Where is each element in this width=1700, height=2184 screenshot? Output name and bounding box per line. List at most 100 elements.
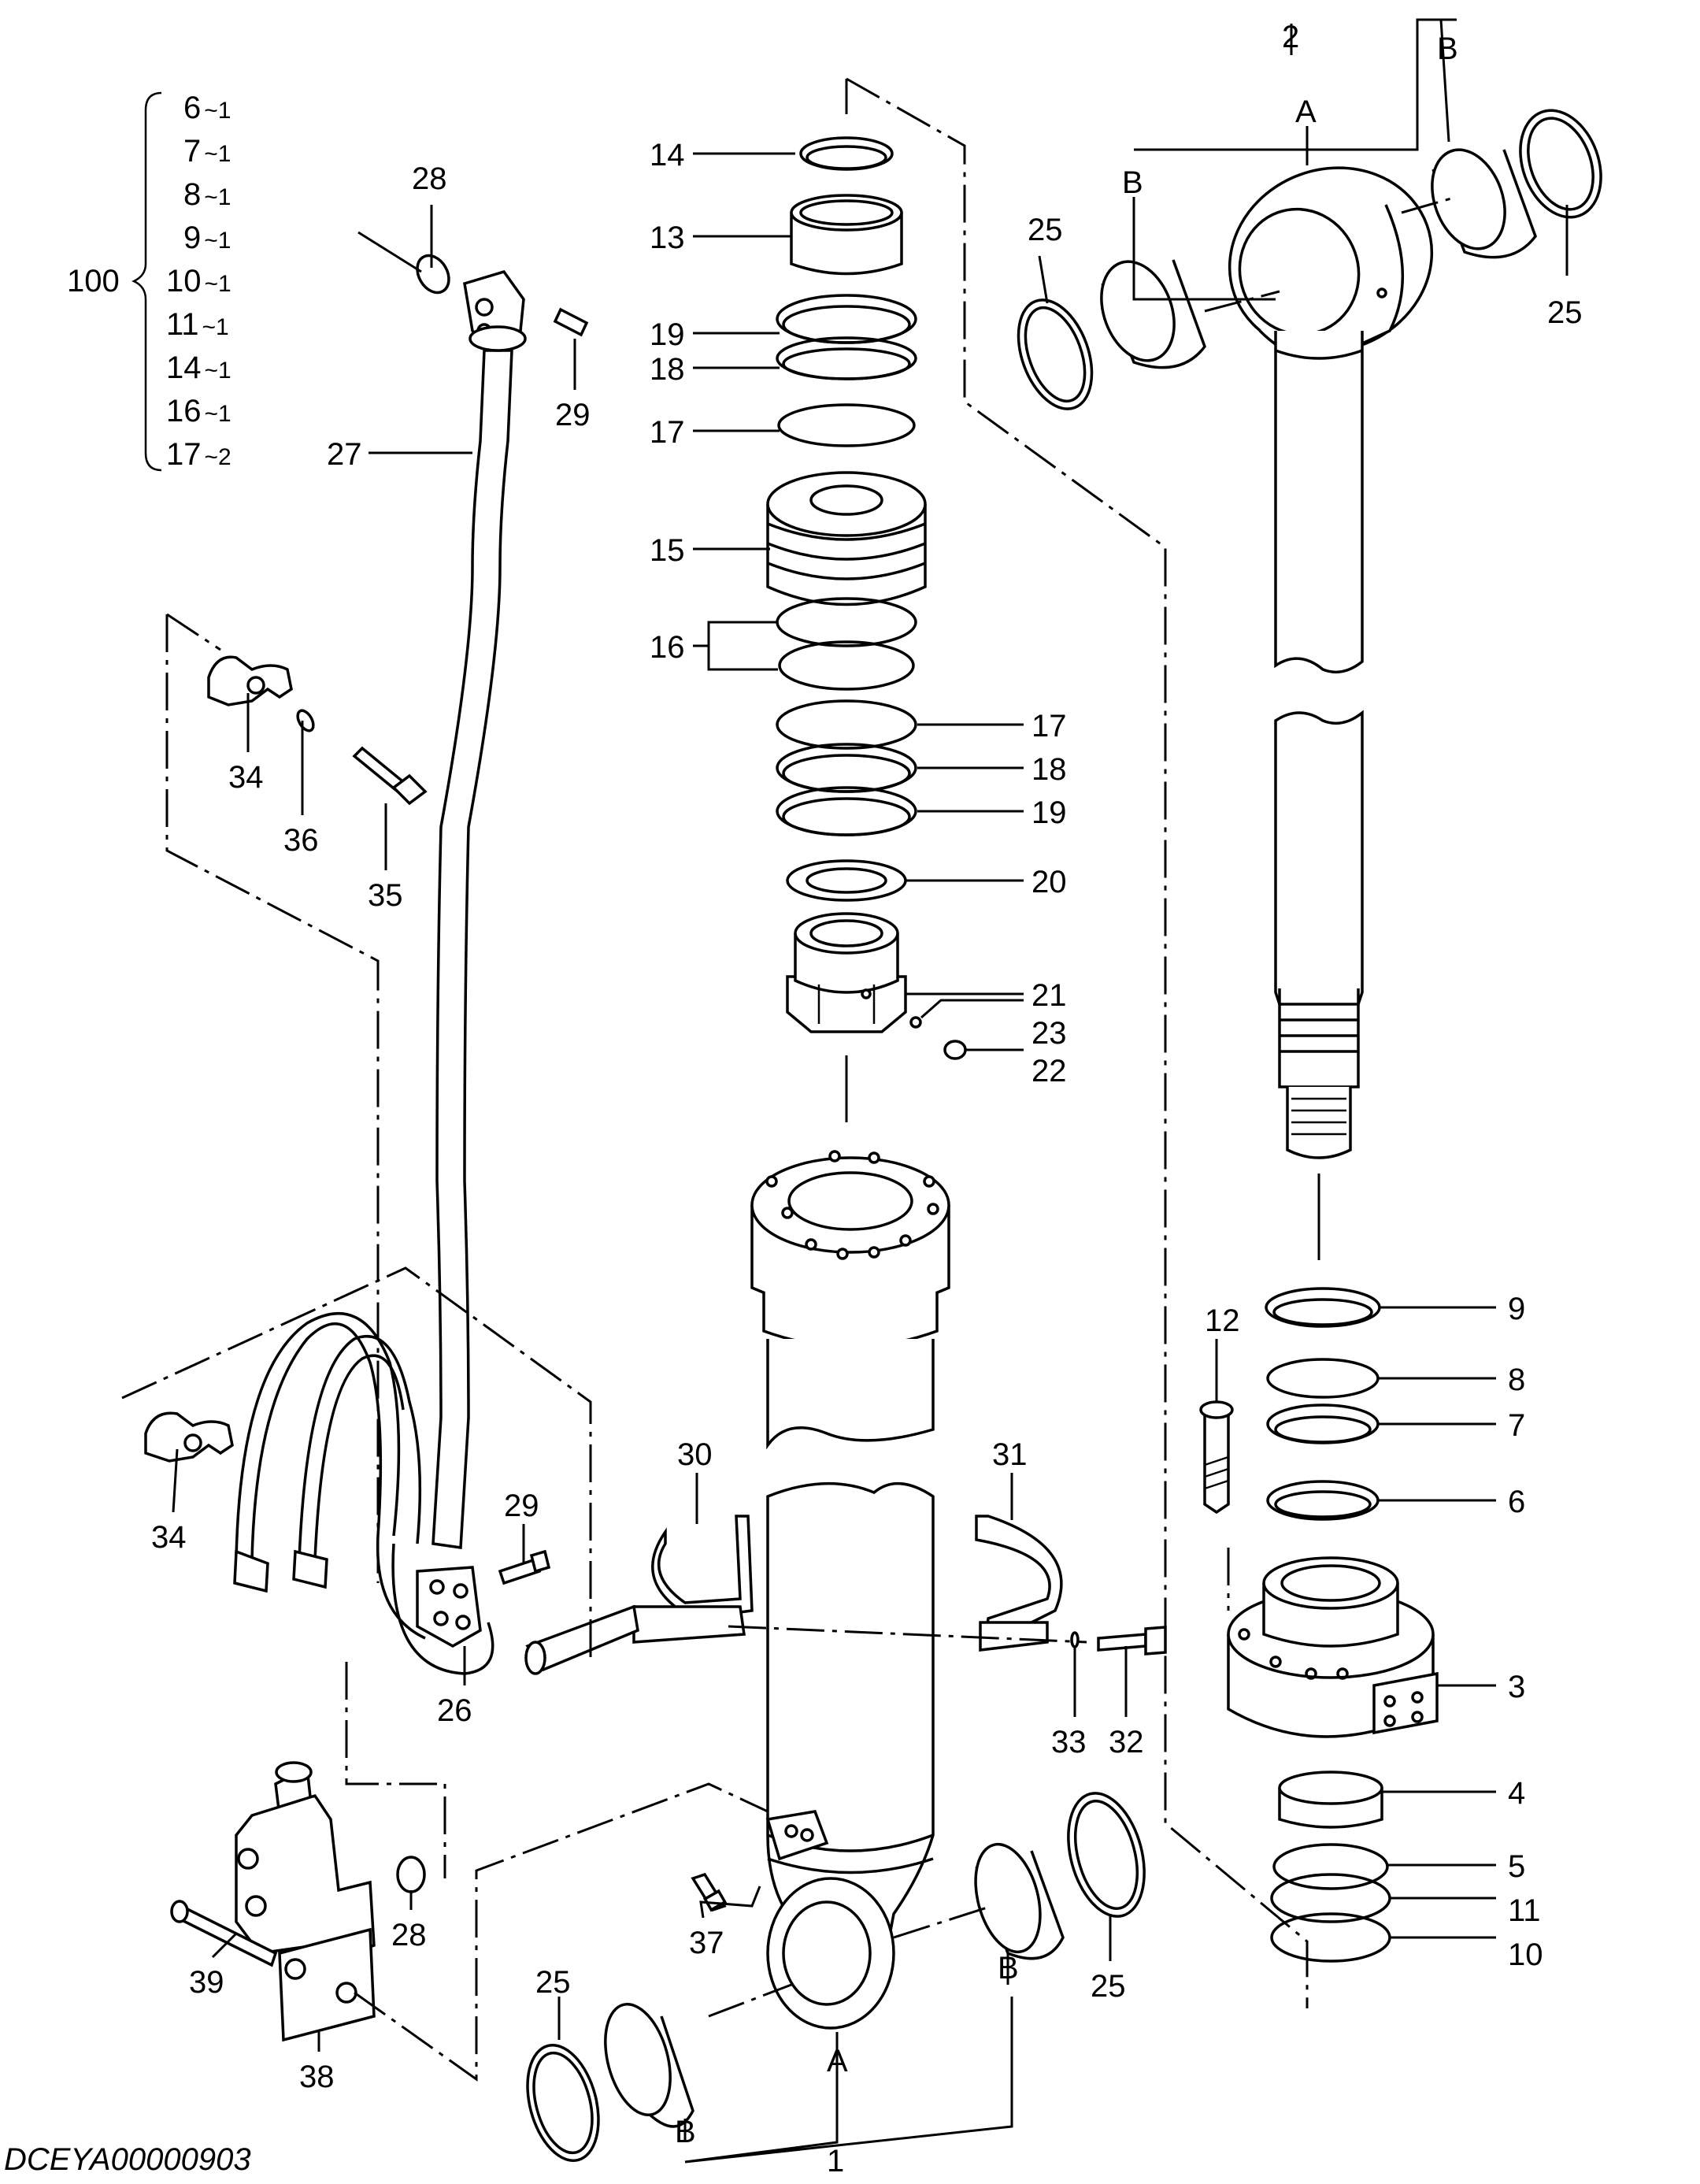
callout-14: 14 <box>650 138 685 172</box>
callout-30: 30 <box>677 1437 713 1472</box>
callout-11: 11 <box>1508 1893 1541 1928</box>
clamp-30 <box>524 1515 754 1675</box>
callout-36: 36 <box>283 823 319 858</box>
callout-21: 21 <box>1031 978 1067 1013</box>
callout-32: 32 <box>1109 1725 1144 1759</box>
callout-29-lower: 29 <box>504 1489 539 1523</box>
callout-13: 13 <box>650 221 685 255</box>
clamp-31 <box>975 1515 1063 1652</box>
callout-12: 12 <box>1205 1303 1240 1338</box>
callout-18-top: 18 <box>650 352 685 387</box>
callout-25-tube-left: 25 <box>535 1965 571 2000</box>
flange-26 <box>416 1566 482 1648</box>
rod-pin-axis-left <box>1204 290 1280 313</box>
kit-item: 11~1 <box>166 307 229 342</box>
nut-21 <box>786 912 907 1033</box>
callout-20: 20 <box>1031 865 1067 899</box>
rod-head-lower-rings <box>1270 1771 1391 1963</box>
callout-19-bottom: 19 <box>1031 795 1067 830</box>
callout-25-rod-left: 25 <box>1028 213 1063 247</box>
callout-38: 38 <box>299 2060 335 2094</box>
bolt-32-washer-33 <box>1070 1626 1167 1656</box>
callout-18-bottom: 18 <box>1031 752 1067 787</box>
callout-34-lower: 34 <box>151 1520 187 1555</box>
callout-4: 4 <box>1508 1776 1525 1811</box>
label-tube-A: A <box>827 2044 848 2078</box>
seal-ring-14 <box>799 136 894 171</box>
callout-15: 15 <box>650 533 685 568</box>
drawing-code: DCEYA00000903 <box>4 2142 251 2177</box>
ring-17-bottom <box>776 699 917 750</box>
rod-cover-3 <box>1227 1556 1439 1738</box>
pin-bushings-B-left <box>526 2003 694 2163</box>
callout-9: 9 <box>1508 1292 1525 1326</box>
ball-23-and-setscrew-22 <box>909 1016 967 1060</box>
callout-17-top: 17 <box>650 415 685 450</box>
callout-26: 26 <box>437 1693 472 1728</box>
grease-fitting-37 <box>691 1872 728 1912</box>
kit-list: 100 6~1 7~1 8~1 9~1 10~1 11~1 14~1 16~1 … <box>67 91 231 472</box>
kit-brace <box>131 91 162 472</box>
callout-34-upper: 34 <box>228 760 264 795</box>
callout-33: 33 <box>1051 1725 1087 1759</box>
cylinder-head-upper <box>750 1150 950 1450</box>
ring-17-top <box>777 403 916 447</box>
callout-10: 10 <box>1508 1937 1543 1972</box>
pipe-27 <box>431 325 527 1550</box>
o-ring-28-lower <box>396 1856 426 1893</box>
label-rod-B-right: B <box>1437 32 1458 66</box>
pin-bushings-B-right <box>974 1792 1146 1960</box>
callout-28-top: 28 <box>412 161 447 196</box>
kit-item: 10~1 <box>166 264 231 298</box>
kit-item: 9~1 <box>183 221 231 255</box>
callout-25-tube-right: 25 <box>1091 1969 1126 2004</box>
assembly-phantom-lines <box>121 77 1309 2082</box>
callout-39: 39 <box>189 1965 224 2000</box>
label-tube-B-right: B <box>998 1951 1019 1986</box>
rod-head-seal-rings <box>1265 1287 1381 1521</box>
washer-36-bolt-35 <box>296 709 428 806</box>
callout-5: 5 <box>1508 1849 1525 1884</box>
rod-pin-axis-right <box>1401 195 1457 214</box>
kit-number: 100 <box>67 264 120 298</box>
pin-axis-left <box>708 1983 792 2018</box>
kit-item: 17~2 <box>166 437 231 472</box>
rod-bushings-B <box>1100 148 1537 369</box>
callout-28-lower: 28 <box>391 1918 427 1952</box>
rod-seals-25 <box>1017 109 1602 410</box>
callout-16: 16 <box>650 630 685 665</box>
callout-7: 7 <box>1508 1408 1525 1443</box>
callout-27: 27 <box>327 437 362 472</box>
callout-19-top: 19 <box>650 317 685 352</box>
seal-ring-18-bottom <box>776 743 917 793</box>
callout-29-top: 29 <box>555 398 591 432</box>
seal-ring-18-top <box>776 336 917 380</box>
callout-25-rod-right: 25 <box>1547 295 1583 330</box>
callout-2: 2 <box>1282 20 1299 54</box>
piston-15 <box>766 471 927 606</box>
pipe-clamp-34-upper <box>207 655 293 706</box>
leader-lines <box>172 18 1569 2164</box>
kit-item: 14~1 <box>166 350 231 385</box>
callout-6: 6 <box>1508 1485 1525 1519</box>
wear-ring-19-top <box>776 294 917 344</box>
valve-38 <box>235 1761 376 2042</box>
kit-items: 6~1 7~1 8~1 9~1 10~1 11~1 14~1 16~1 17~2 <box>166 91 231 472</box>
kit-item: 7~1 <box>183 134 231 169</box>
cylinder-tube-1 <box>765 1481 935 2030</box>
bolt-29-lower <box>498 1549 551 1585</box>
fitting-28-top <box>416 254 450 295</box>
callout-8: 8 <box>1508 1363 1525 1397</box>
kit-item: 6~1 <box>183 91 231 125</box>
pin-axis-right <box>893 1904 993 1939</box>
label-tube-B-left: B <box>675 2115 696 2149</box>
rod-eye-2 <box>1228 166 1434 361</box>
callout-22: 22 <box>1031 1054 1067 1088</box>
callout-labels: 14 13 19 18 17 15 16 17 18 19 20 21 23 2… <box>151 20 1583 2178</box>
clamp-bolt-axis <box>728 1625 1087 1644</box>
piston-rod <box>1274 331 1364 1159</box>
socket-bolt-12 <box>1199 1400 1234 1515</box>
washer-20 <box>786 859 907 902</box>
